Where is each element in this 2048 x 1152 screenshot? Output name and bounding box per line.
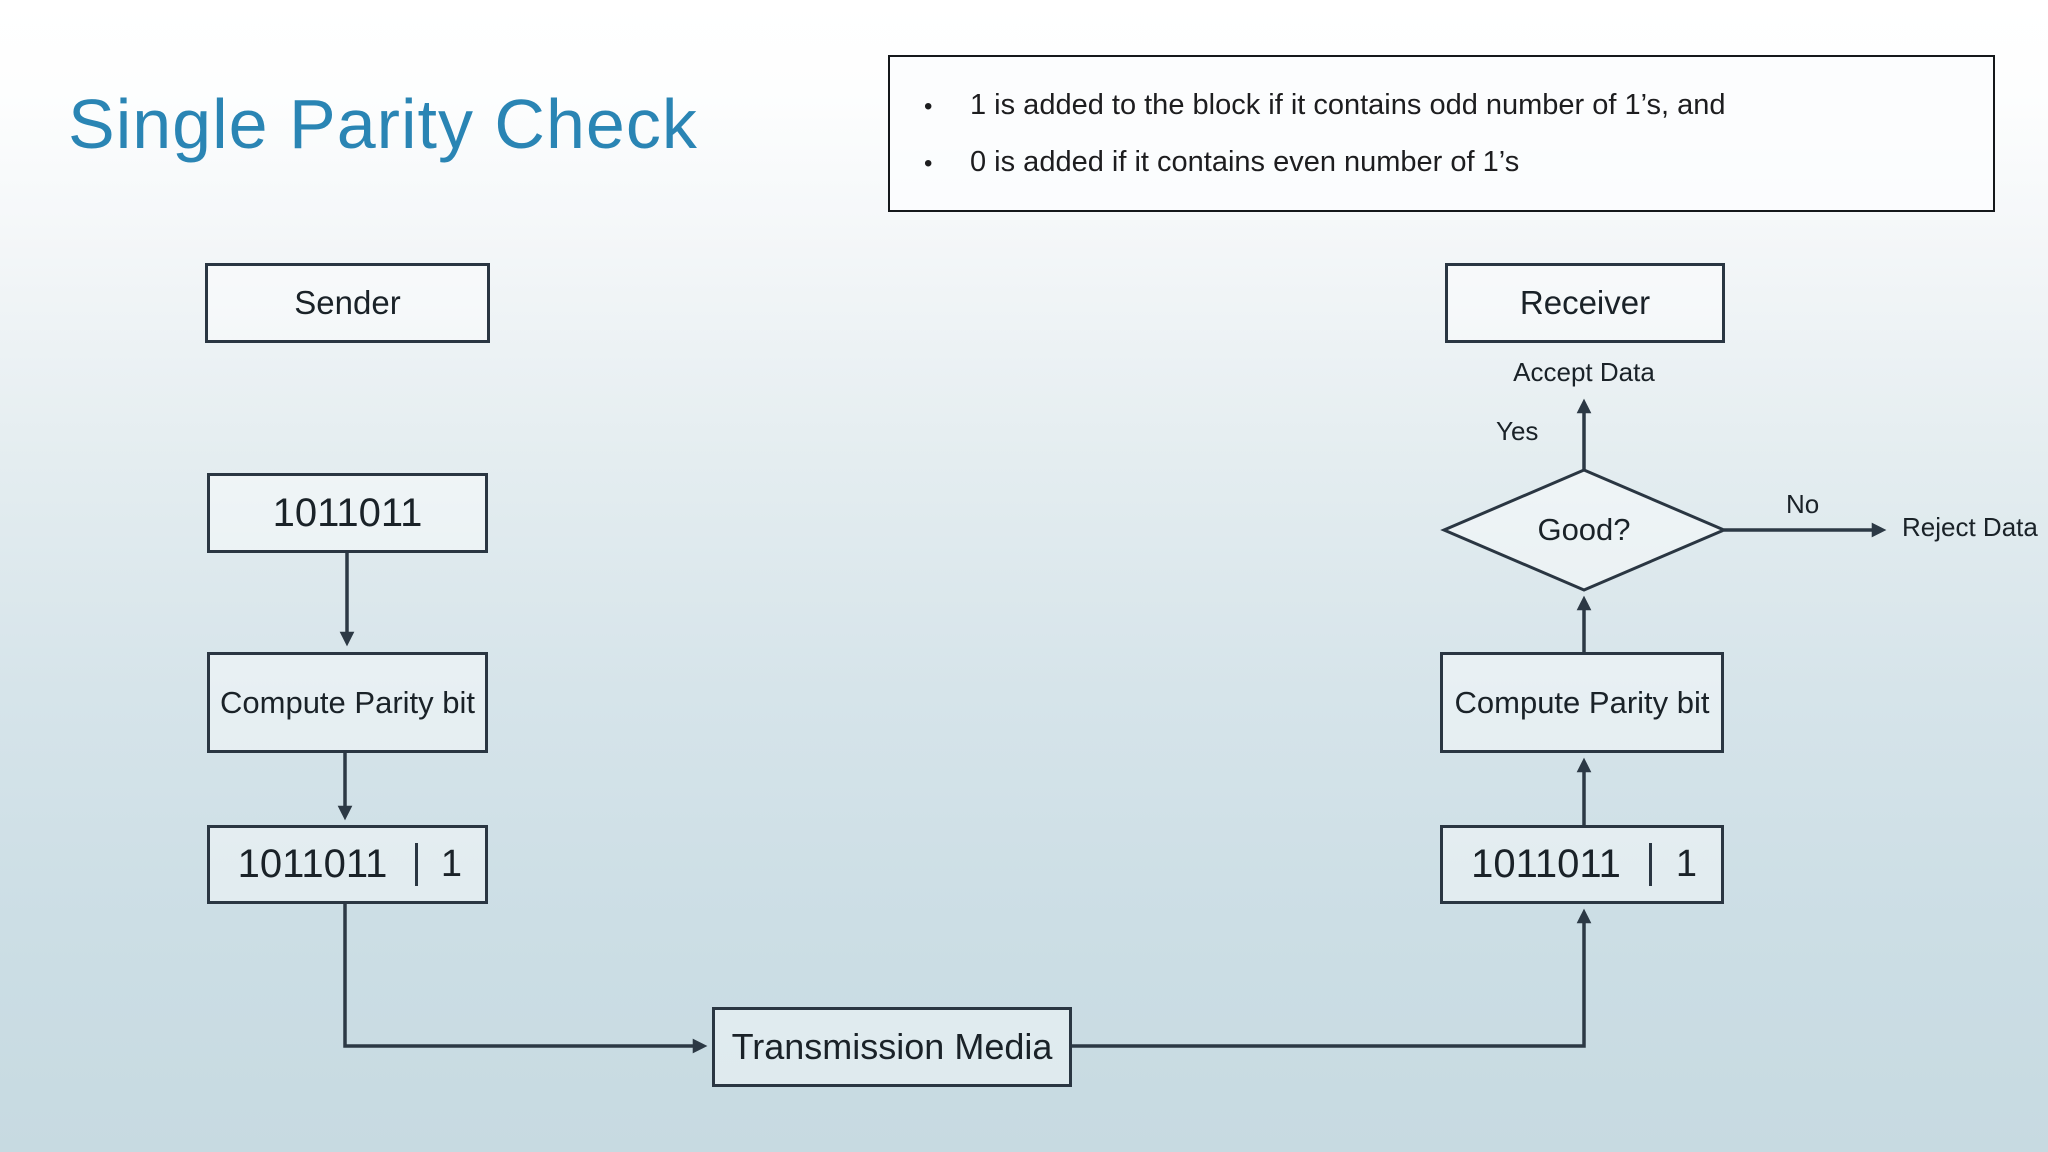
rule-item: • 1 is added to the block if it contains…: [924, 89, 1993, 122]
receiver-compute-box: Compute Parity bit: [1440, 652, 1724, 753]
page-title: Single Parity Check: [68, 85, 698, 163]
transmission-media-box: Transmission Media: [712, 1007, 1072, 1087]
bullet-dot-icon: •: [924, 149, 933, 177]
sender-compute-box: Compute Parity bit: [207, 652, 488, 753]
decision-label: Good?: [1537, 512, 1631, 547]
receiver-compute-label: Compute Parity bit: [1454, 684, 1710, 720]
receiver-box: Receiver: [1445, 263, 1725, 343]
rules-box: • 1 is added to the block if it contains…: [888, 55, 1995, 212]
sender-frame-box: 1011011 1: [207, 825, 488, 904]
connector-transmission-to-receiver: [1072, 908, 1592, 1048]
sender-label: Sender: [294, 284, 401, 321]
receiver-label: Receiver: [1519, 284, 1651, 321]
bullet-dot-icon: •: [924, 92, 933, 120]
yes-label: Yes: [1496, 416, 1539, 446]
connector-sender-to-transmission: [343, 903, 708, 1054]
no-label: No: [1786, 489, 1820, 519]
sender-frame-parity-cell: 1: [415, 843, 485, 886]
sender-data-box: 1011011: [207, 473, 488, 553]
sender-box: Sender: [205, 263, 490, 343]
rule-text: 0 is added if it contains even number of…: [970, 145, 1520, 178]
rule-text: 1 is added to the block if it contains o…: [970, 88, 1726, 121]
rule-item: • 0 is added if it contains even number …: [924, 146, 1993, 179]
sender-data-value: 1011011: [272, 490, 423, 535]
sender-frame-data-cell: 1011011: [237, 842, 388, 886]
accept-data-label: Accept Data: [1513, 357, 1655, 387]
receiver-frame-parity-cell: 1: [1649, 843, 1721, 886]
reject-data-label: Reject Data: [1902, 512, 2038, 542]
transmission-media-label: Transmission Media: [731, 1026, 1053, 1067]
receiver-frame-data-cell: 1011011: [1471, 842, 1621, 886]
sender-compute-label: Compute Parity bit: [220, 684, 475, 720]
receiver-frame-box: 1011011 1: [1440, 825, 1724, 904]
